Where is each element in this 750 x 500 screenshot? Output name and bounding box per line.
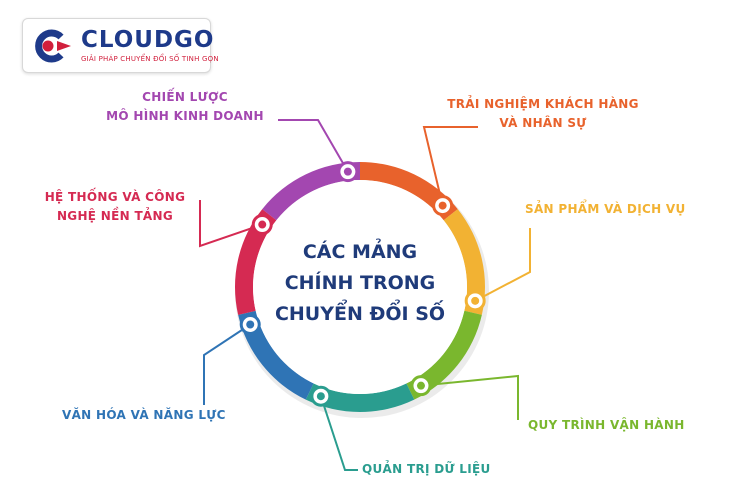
segment-node-core bbox=[471, 296, 480, 305]
ring-segment bbox=[305, 383, 415, 412]
center-title-line: CHUYỂN ĐỔI SỐ bbox=[274, 303, 446, 325]
segment-node-core bbox=[258, 220, 267, 229]
segment-label: SẢN PHẨM VÀ DỊCH VỤ bbox=[525, 200, 686, 219]
segment-label-line: QUẢN TRỊ DỮ LIỆU bbox=[362, 462, 491, 476]
cloudgo-logo: CLOUDGO GIẢI PHÁP CHUYỂN ĐỔI SỐ TINH GỌN bbox=[22, 18, 219, 73]
leader-line bbox=[420, 374, 519, 420]
segment-label-line: TRẢI NGHIỆM KHÁCH HÀNG bbox=[447, 97, 639, 111]
logo-tagline: GIẢI PHÁP CHUYỂN ĐỔI SỐ TINH GỌN bbox=[81, 55, 219, 63]
segment-label: TRẢI NGHIỆM KHÁCH HÀNG VÀ NHÂN SỰ bbox=[443, 95, 643, 133]
segment-label-line: CHIẾN LƯỢC bbox=[142, 90, 228, 104]
segment-node-core bbox=[416, 381, 425, 390]
ring-segment bbox=[262, 162, 360, 221]
ring-segment bbox=[235, 209, 277, 315]
center-disc bbox=[253, 180, 467, 394]
segment-label-line: MÔ HÌNH KINH DOANH bbox=[106, 109, 264, 123]
leader-line bbox=[319, 395, 358, 471]
center-title: CÁC MẢNG CHÍNH TRONG CHUYỂN ĐỔI SỐ bbox=[250, 237, 470, 330]
segment-label-line: HỆ THỐNG VÀ CÔNG bbox=[44, 190, 186, 204]
leader-line bbox=[474, 228, 531, 302]
segment-label-line: VÀ NHÂN SỰ bbox=[499, 116, 587, 130]
segment-label-line: NGHỆ NỀN TẢNG bbox=[56, 209, 174, 223]
segment-label: CHIẾN LƯỢC MÔ HÌNH KINH DOANH bbox=[95, 88, 275, 126]
ring-segment bbox=[443, 209, 486, 315]
segment-label-line: VĂN HÓA VÀ NĂNG LỰC bbox=[62, 408, 226, 422]
segment-label: HỆ THỐNG VÀ CÔNG NGHỆ NỀN TẢNG bbox=[30, 188, 200, 226]
ring-segment bbox=[238, 310, 314, 400]
logo-name: CLOUDGO bbox=[81, 27, 215, 53]
segment-node-core bbox=[246, 320, 255, 329]
segment-node-core bbox=[438, 201, 447, 210]
segment-node-core bbox=[343, 167, 352, 176]
segment-node-core bbox=[316, 392, 325, 401]
center-title-line: CHÍNH TRONG bbox=[284, 272, 436, 294]
leader-line bbox=[199, 200, 263, 248]
segment-label: QUY TRÌNH VẬN HÀNH bbox=[528, 416, 685, 435]
leader-line bbox=[203, 323, 251, 405]
segment-label: VĂN HÓA VÀ NĂNG LỰC bbox=[62, 406, 226, 425]
cloudgo-logo-icon bbox=[35, 29, 71, 63]
segment-label-line: QUY TRÌNH VẬN HÀNH bbox=[528, 418, 685, 432]
leader-line bbox=[422, 126, 478, 206]
segment-label: QUẢN TRỊ DỮ LIỆU bbox=[362, 460, 491, 479]
segment-label-line: SẢN PHẨM VÀ DỊCH VỤ bbox=[525, 202, 686, 216]
leader-line bbox=[278, 119, 349, 173]
center-title-line: CÁC MẢNG bbox=[302, 241, 418, 263]
